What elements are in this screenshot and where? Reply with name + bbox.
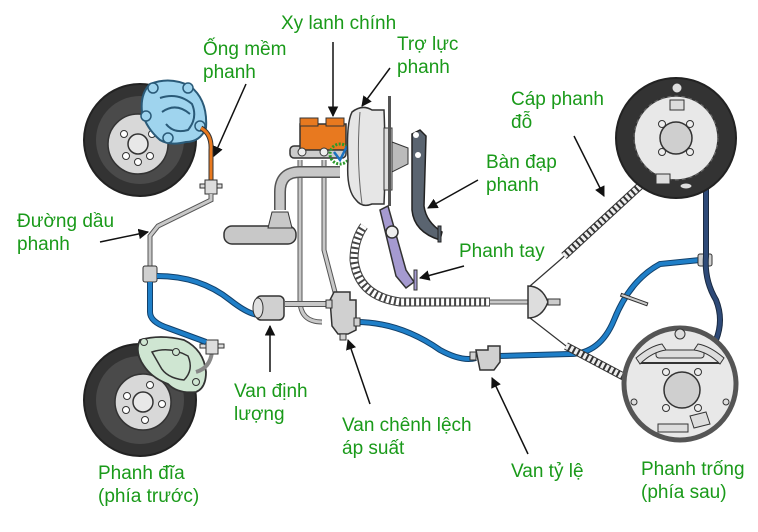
label-flex-hose: Ống mềm phanh (203, 38, 286, 84)
label-drum-brake: Phanh trống (phía sau) (641, 458, 745, 504)
label-metering-valve-line2: lượng (234, 404, 285, 425)
arrow-proportioning-valve (491, 377, 529, 455)
front-disc-brake-top (83, 79, 223, 197)
label-brake-pedal-line2: phanh (486, 175, 539, 196)
brake-pedal (411, 129, 443, 243)
arrow-pressure-diff-valve (346, 339, 371, 405)
arrow-flex-hose (213, 83, 247, 157)
label-booster-line1: Trợ lực (397, 34, 459, 55)
label-master-cylinder: Xy lanh chính (281, 13, 397, 34)
label-hand-brake: Phanh tay (459, 241, 545, 262)
label-brake-line-line2: phanh (17, 234, 70, 255)
label-disc-brake-line1: Phanh đĩa (98, 463, 185, 484)
parking-brake-cables (529, 179, 653, 384)
arrow-parking-cable (573, 135, 605, 197)
label-proportioning-valve: Van tỷ lệ (511, 461, 584, 482)
label-pressure-diff-valve-line2: áp suất (342, 438, 405, 459)
label-brake-pedal-line1: Bàn đạp (486, 152, 557, 173)
leader-lines (99, 42, 605, 455)
label-booster: Trợ lực phanh (397, 33, 458, 79)
steel-brake-lines (142, 160, 340, 325)
master-cylinder (289, 117, 352, 166)
brake-booster (346, 96, 409, 207)
hub-icon (659, 121, 693, 155)
label-parking-cable-line2: đỗ (511, 112, 533, 133)
hand-brake (349, 204, 561, 319)
rear-drum-brake-bottom (621, 325, 739, 443)
label-metering-valve-line1: Van định (234, 381, 308, 402)
label-parking-cable-line1: Cáp phanh (511, 89, 604, 110)
label-brake-pedal: Bàn đạp phanh (486, 151, 557, 197)
label-disc-brake-line2: (phía trước) (98, 486, 200, 507)
hub-icon (663, 371, 701, 409)
label-flex-hose-line2: phanh (203, 62, 256, 83)
metering-valve (252, 295, 285, 321)
label-brake-line-line1: Đường dầu (17, 211, 115, 232)
label-pressure-diff-valve: Van chênh lệch áp suất (342, 414, 472, 460)
label-drum-brake-line2: (phía sau) (641, 482, 727, 503)
label-booster-line2: phanh (397, 57, 450, 78)
arrow-brake-line (99, 228, 150, 243)
label-disc-brake: Phanh đĩa (phía trước) (98, 462, 199, 508)
arrow-hand-brake (418, 265, 465, 281)
label-drum-brake-line1: Phanh trống (641, 459, 745, 480)
proportioning-valve (469, 345, 501, 371)
label-parking-cable: Cáp phanh đỗ (511, 88, 604, 134)
label-flex-hose-line1: Ống mềm (203, 39, 287, 60)
arrow-brake-pedal (427, 179, 479, 209)
label-brake-line: Đường dầu phanh (17, 210, 114, 256)
label-metering-valve: Van định lượng (234, 380, 308, 426)
pressure-differential-valve (325, 291, 361, 341)
front-disc-brake-bottom (83, 336, 225, 457)
arrow-booster (361, 67, 391, 107)
label-pressure-diff-valve-line1: Van chênh lệch (342, 415, 472, 436)
rear-drum-brake-top (615, 77, 737, 199)
